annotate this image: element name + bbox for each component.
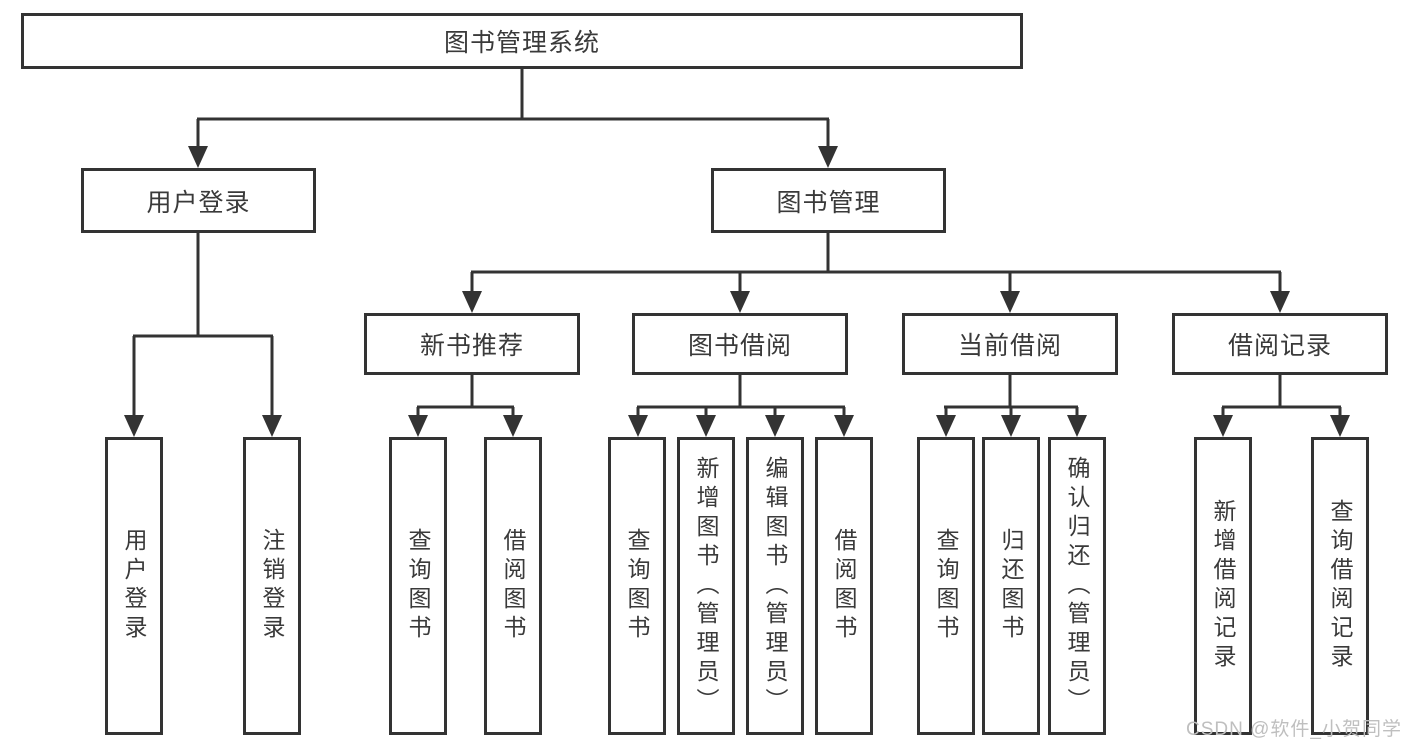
node-user-login-leaf: 用户登录 bbox=[105, 437, 163, 735]
node-query-books-current: 查询图书 bbox=[917, 437, 975, 735]
node-user-login: 用户登录 bbox=[81, 168, 316, 233]
node-borrow-books: 借阅图书 bbox=[815, 437, 873, 735]
arrowhead-down-icon bbox=[124, 415, 144, 437]
node-label: 借阅记录 bbox=[1227, 332, 1332, 360]
node-confirm-return-admin: 确认归还（管理员） bbox=[1048, 437, 1106, 735]
node-label: 查询图书 bbox=[405, 528, 431, 644]
node-logout: 注销登录 bbox=[243, 437, 301, 735]
node-new-book-recommendation: 新书推荐 bbox=[364, 313, 580, 375]
node-book-management: 图书管理 bbox=[711, 168, 946, 233]
arrowhead-down-icon bbox=[1330, 415, 1350, 437]
csdn-watermark: CSDN @软件_小贺同学 bbox=[1186, 719, 1402, 740]
arrowhead-down-icon bbox=[1001, 415, 1021, 437]
node-label: 新书推荐 bbox=[419, 332, 524, 360]
connector-path bbox=[132, 69, 1342, 419]
arrowhead-down-icon bbox=[462, 291, 482, 313]
node-label: 借阅图书 bbox=[500, 528, 526, 644]
node-label: 新增图书（管理员） bbox=[693, 455, 719, 717]
node-label: 用户登录 bbox=[121, 528, 147, 644]
node-return-books: 归还图书 bbox=[982, 437, 1040, 735]
arrowhead-down-icon bbox=[188, 146, 208, 168]
node-query-borrow-record: 查询借阅记录 bbox=[1311, 437, 1369, 735]
node-label: 当前借阅 bbox=[957, 332, 1062, 360]
node-label: 查询图书 bbox=[624, 528, 650, 644]
arrowhead-down-icon bbox=[765, 415, 785, 437]
node-query-books-borrow: 查询图书 bbox=[608, 437, 666, 735]
arrowhead-down-icon bbox=[696, 415, 716, 437]
arrowhead-down-icon bbox=[408, 415, 428, 437]
node-label: 归还图书 bbox=[998, 528, 1024, 644]
arrowhead-down-icon bbox=[628, 415, 648, 437]
node-borrowing-records: 借阅记录 bbox=[1172, 313, 1388, 375]
node-label: 图书借阅 bbox=[687, 332, 792, 360]
arrowhead-down-icon bbox=[1000, 291, 1020, 313]
node-label: 借阅图书 bbox=[831, 528, 857, 644]
node-label: 图书管理 bbox=[776, 188, 881, 217]
arrowhead-down-icon bbox=[1213, 415, 1233, 437]
node-label: 查询借阅记录 bbox=[1327, 499, 1353, 673]
arrowhead-down-icon bbox=[834, 415, 854, 437]
node-query-books-recommend: 查询图书 bbox=[389, 437, 447, 735]
node-library-management-system: 图书管理系统 bbox=[21, 13, 1023, 69]
arrowhead-down-icon bbox=[730, 291, 750, 313]
node-borrow-books-recommend: 借阅图书 bbox=[484, 437, 542, 735]
arrowhead-down-icon bbox=[503, 415, 523, 437]
arrowhead-down-icon bbox=[818, 146, 838, 168]
node-label: 确认归还（管理员） bbox=[1064, 455, 1090, 717]
arrowhead-down-icon bbox=[1270, 291, 1290, 313]
node-book-borrowing: 图书借阅 bbox=[632, 313, 848, 375]
node-label: 用户登录 bbox=[146, 188, 251, 217]
node-current-borrowing: 当前借阅 bbox=[902, 313, 1118, 375]
arrowhead-down-icon bbox=[262, 415, 282, 437]
node-label: 编辑图书（管理员） bbox=[762, 455, 788, 717]
node-add-books-admin: 新增图书（管理员） bbox=[677, 437, 735, 735]
arrowhead-down-icon bbox=[1067, 415, 1087, 437]
node-edit-books-admin: 编辑图书（管理员） bbox=[746, 437, 804, 735]
node-label: 注销登录 bbox=[259, 528, 285, 644]
node-add-borrow-record: 新增借阅记录 bbox=[1194, 437, 1252, 735]
node-label: 图书管理系统 bbox=[443, 29, 600, 57]
node-label: 新增借阅记录 bbox=[1210, 499, 1236, 673]
arrowhead-down-icon bbox=[936, 415, 956, 437]
node-label: 查询图书 bbox=[933, 528, 959, 644]
